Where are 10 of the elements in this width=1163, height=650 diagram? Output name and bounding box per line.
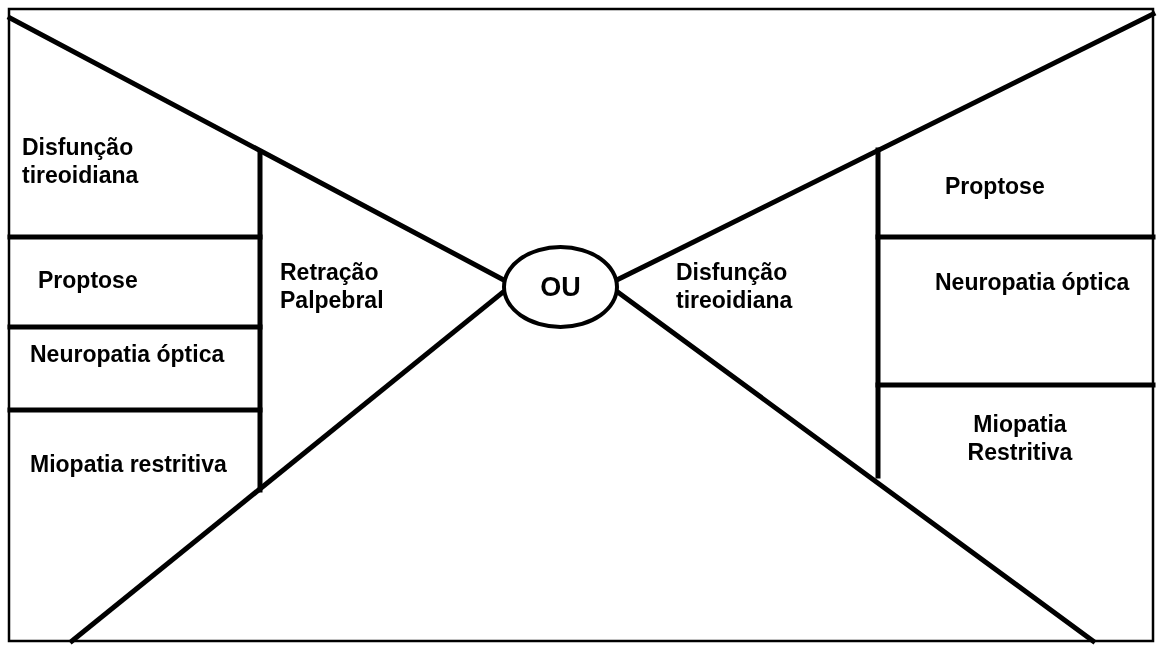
group-label: Disfunção tireoidiana xyxy=(676,258,856,314)
category-label: Neuropatia óptica xyxy=(935,268,1145,296)
category-label: Neuropatia óptica xyxy=(30,340,255,368)
category-label: Miopatia Restritiva xyxy=(930,410,1110,466)
group-label: Retração Palpebral xyxy=(280,258,430,314)
category-label: Disfunção tireoidiana xyxy=(22,133,252,189)
category-label: Proptose xyxy=(945,172,1145,200)
center-ellipse: OU xyxy=(502,245,619,329)
category-label: Miopatia restritiva xyxy=(30,450,255,478)
category-label: Proptose xyxy=(38,266,238,294)
